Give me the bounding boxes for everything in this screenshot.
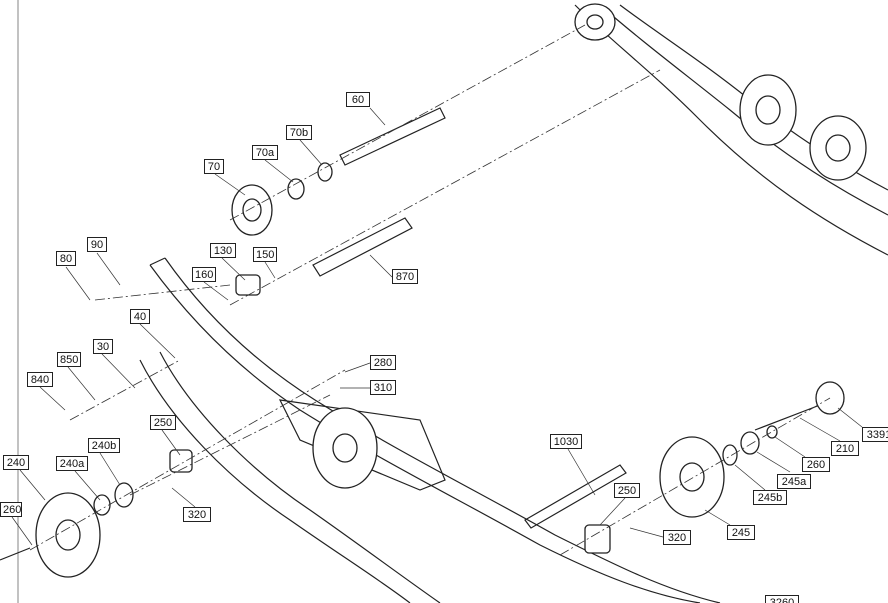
part-130 — [235, 274, 261, 296]
shaft-1030 — [524, 464, 627, 529]
nut-260 — [766, 425, 778, 439]
shaft-210 — [754, 404, 821, 431]
callout-60[interactable]: 60 — [346, 92, 370, 107]
callout-3391[interactable]: 3391 — [862, 427, 888, 442]
part-250 — [169, 449, 193, 473]
callout-240a[interactable]: 240a — [56, 456, 88, 471]
callout-160[interactable]: 160 — [192, 267, 216, 282]
callout-870[interactable]: 870 — [392, 269, 418, 284]
callout-320-right[interactable]: 320 — [663, 530, 691, 545]
bracket — [278, 399, 446, 491]
bearing-240a — [93, 494, 111, 516]
shaft-870 — [312, 217, 413, 277]
callout-70[interactable]: 70 — [204, 159, 224, 174]
callout-240[interactable]: 240 — [3, 455, 29, 470]
callout-240b[interactable]: 240b — [88, 438, 120, 453]
callout-250-right[interactable]: 250 — [614, 483, 640, 498]
bearing-245a — [740, 431, 760, 455]
callout-245b[interactable]: 245b — [753, 490, 787, 505]
callout-80[interactable]: 80 — [56, 251, 76, 266]
shaft-60 — [339, 107, 446, 166]
callout-245[interactable]: 245 — [727, 525, 755, 540]
callout-90[interactable]: 90 — [87, 237, 107, 252]
callout-1030[interactable]: 1030 — [550, 434, 582, 449]
callout-840[interactable]: 840 — [27, 372, 53, 387]
callout-150[interactable]: 150 — [253, 247, 277, 262]
ring-70b — [317, 162, 333, 182]
callout-310[interactable]: 310 — [370, 380, 396, 395]
callout-210[interactable]: 210 — [831, 441, 859, 456]
callout-245a[interactable]: 245a — [777, 474, 811, 489]
left-rail — [149, 264, 701, 603]
callout-260-left[interactable]: 260 — [0, 502, 22, 517]
right-rail — [574, 4, 888, 256]
callout-30[interactable]: 30 — [93, 339, 113, 354]
callout-850[interactable]: 850 — [57, 352, 81, 367]
callout-70a[interactable]: 70a — [252, 145, 278, 160]
callout-280[interactable]: 280 — [370, 355, 396, 370]
ring-240b — [114, 482, 134, 508]
callout-250[interactable]: 250 — [150, 415, 176, 430]
part-250b — [584, 524, 611, 554]
callout-260-right[interactable]: 260 — [802, 457, 830, 472]
ring-245b — [722, 444, 738, 466]
callout-3260[interactable]: 3260 — [765, 595, 799, 603]
callout-320-left[interactable]: 320 — [183, 507, 211, 522]
bearing-70a — [287, 178, 305, 200]
callout-40[interactable]: 40 — [130, 309, 150, 324]
callout-70b[interactable]: 70b — [286, 125, 312, 140]
left-rear-rail — [139, 359, 411, 603]
callout-130[interactable]: 130 — [210, 243, 236, 258]
